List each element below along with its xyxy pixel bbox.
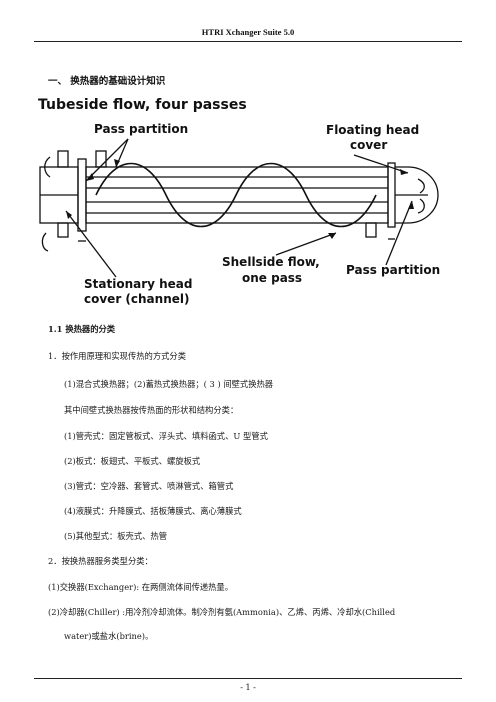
shellside-flow-path <box>95 162 377 228</box>
header-rule <box>34 41 462 42</box>
label-stationary-2: cover (channel) <box>84 292 189 306</box>
label-shellside-1: Shellside flow, <box>222 255 320 269</box>
label-stationary-1: Stationary head <box>84 277 193 291</box>
text-line: (4)液膜式：升降膜式、括板薄膜式、离心薄膜式 <box>64 506 242 516</box>
label-floating-head-2: cover <box>350 138 387 152</box>
tubesheet-left <box>77 158 87 232</box>
label-pass-partition-right: Pass partition <box>346 263 440 277</box>
text-line: (2)冷却器(Chiller) :用冷剂冷却流体。制冷剂有氨(Ammonia)、… <box>48 607 396 617</box>
text-line: 1．按作用原理和实现传热的方式分类 <box>48 351 187 361</box>
figure-title: Tubeside flow, four passes <box>38 97 247 113</box>
text-line: water)或盐水(brine)。 <box>64 631 154 641</box>
tubesheet-right <box>387 162 396 228</box>
label-floating-head-1: Floating head <box>326 123 419 137</box>
floating-head-cover <box>395 166 439 224</box>
text-line: (1)交换器(Exchanger): 在两侧流体间传递热量。 <box>48 582 234 592</box>
text-line: 2．按换热器服务类型分类： <box>48 556 153 566</box>
page-number: - 1 - <box>240 683 256 692</box>
text-line: (3)管式：空冷器、套管式、喷淋管式、箱管式 <box>64 481 234 491</box>
text-line: (2)板式：板翅式、平板式、螺旋板式 <box>64 456 201 466</box>
label-pass-partition-left: Pass partition <box>94 122 188 136</box>
text-line: (5)其他型式：板壳式、热管 <box>64 531 168 541</box>
text-line: (1)管壳式：固定管板式、浮头式、填料函式、U 型管式 <box>64 431 268 441</box>
heat-exchanger-diagram: Tubeside flow, four passes Pass partitio… <box>38 97 440 306</box>
page-header: HTRI Xchanger Suite 5.0 <box>201 27 295 37</box>
footer-rule <box>34 678 462 679</box>
subsection-title: 1.1 换热器的分类 <box>48 324 116 334</box>
section-title: 一、 换热器的基础设计知识 <box>48 76 166 87</box>
text-line: 其中间壁式换热器按传热面的形状和结构分类： <box>64 405 239 415</box>
text-line: (1)混合式换热器；(2)蓄热式换热器；( 3 ) 间壁式换热器 <box>64 379 274 389</box>
label-shellside-2: one pass <box>242 271 302 285</box>
shell <box>85 166 389 224</box>
